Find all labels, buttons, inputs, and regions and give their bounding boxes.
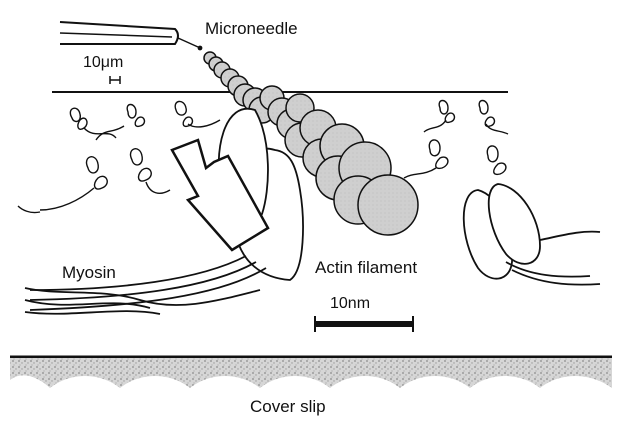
cover-slip-label: Cover slip <box>250 398 326 415</box>
myosin-bound-heads <box>25 109 303 314</box>
needle-scale-label: 10μm <box>83 55 123 71</box>
nm-scale-bar <box>315 316 413 332</box>
myosin-right <box>464 184 600 285</box>
cover-slip <box>10 357 612 388</box>
myosin-label: Myosin <box>62 264 116 281</box>
microneedle-label: Microneedle <box>205 20 298 37</box>
microneedle <box>60 22 202 50</box>
actin-filament-label: Actin filament <box>315 259 417 276</box>
nm-scale-label: 10nm <box>330 296 370 312</box>
needle-scale-bar <box>110 76 120 84</box>
